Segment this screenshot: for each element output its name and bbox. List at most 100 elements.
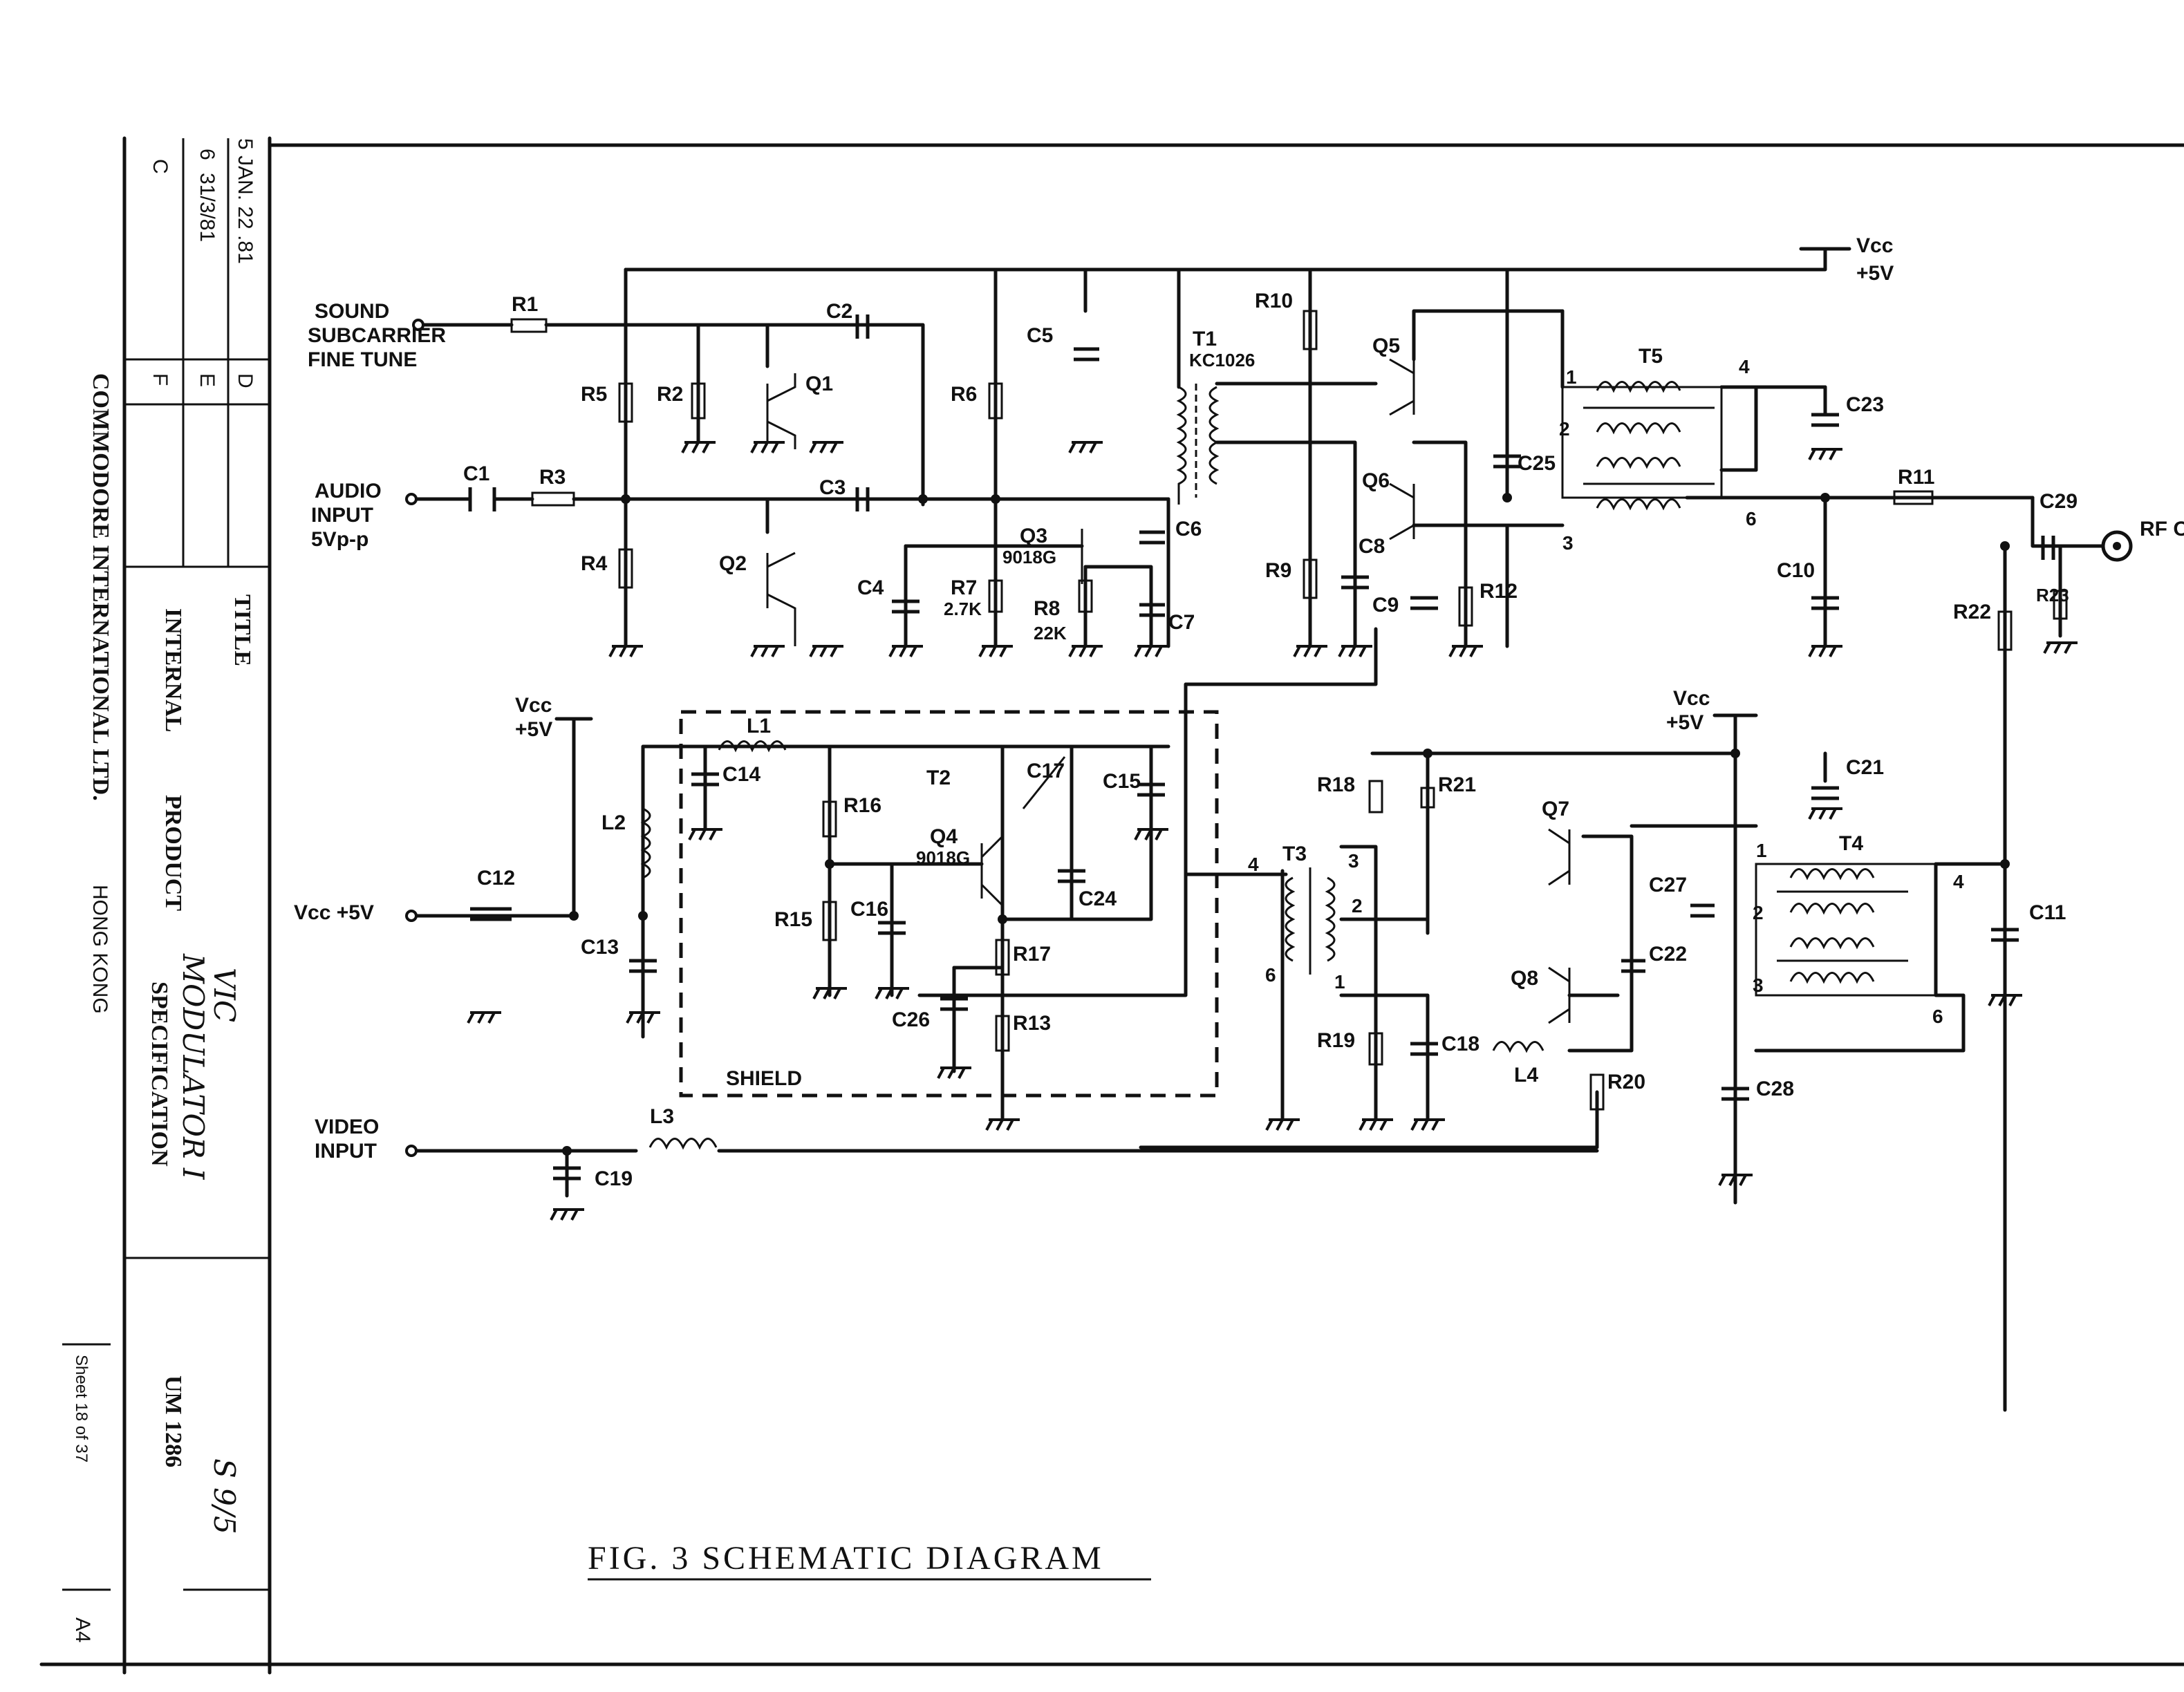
pin-t5-3: 3 [1562, 532, 1574, 554]
label-q4-part: 9018G [916, 847, 970, 868]
vcc-mid-l1: Vcc [515, 694, 552, 717]
label-q7: Q7 [1542, 798, 1569, 820]
label-q1: Q1 [805, 373, 833, 395]
label-c21: C21 [1846, 756, 1884, 779]
label-c28: C28 [1756, 1078, 1794, 1100]
label-q2: Q2 [719, 552, 747, 575]
label-r1: R1 [512, 293, 538, 316]
label-r11: R11 [1898, 466, 1934, 489]
title-label: TITLE [230, 594, 255, 666]
vcc-top-l1: Vcc [1856, 234, 1893, 257]
video-label-1: VIDEO [315, 1116, 379, 1138]
label-r16: R16 [843, 794, 881, 817]
vcc-mid-l2: +5V [515, 718, 552, 741]
label-r7: R7 [951, 576, 977, 599]
rev-value-e: 6 [196, 149, 218, 160]
label-r18: R18 [1317, 773, 1355, 796]
label-c27: C27 [1649, 874, 1687, 896]
rev-letter-f: F [149, 373, 171, 386]
company-name: COMMODORE INTERNATIONAL LTD. [88, 373, 113, 801]
label-c6: C6 [1175, 518, 1202, 540]
label-q8: Q8 [1511, 967, 1538, 990]
label-r13: R13 [1013, 1012, 1051, 1035]
label-t1-part: KC1026 [1189, 350, 1255, 370]
pin-t4-3: 3 [1753, 975, 1764, 996]
pin-t3-3: 3 [1348, 850, 1359, 872]
label-r9: R9 [1265, 559, 1291, 582]
rev-letter-d: D [234, 373, 256, 388]
figure-caption: FIG. 3 SCHEMATIC DIAGRAM [588, 1540, 1104, 1577]
label-c11: C11 [2029, 901, 2066, 924]
label-t3: T3 [1282, 843, 1307, 865]
label-c7: C7 [1168, 611, 1195, 634]
label-r21: R21 [1438, 773, 1476, 796]
spec-specification: SPECIFICATION [147, 981, 172, 1167]
shield-box [679, 710, 1219, 1098]
pin-t4-1: 1 [1756, 840, 1767, 861]
label-c29: C29 [2040, 490, 2078, 513]
label-r8-value: 22K [1034, 623, 1067, 643]
label-c18: C18 [1441, 1033, 1480, 1055]
label-c25: C25 [1518, 452, 1556, 475]
label-r17: R17 [1013, 943, 1051, 966]
handwritten-title-vic: VIC [207, 968, 241, 1022]
label-q4: Q4 [930, 825, 958, 848]
component-symbols [405, 310, 2133, 1221]
doc-number: UM 1286 [160, 1375, 186, 1467]
label-r20: R20 [1607, 1071, 1645, 1093]
label-c2: C2 [826, 300, 852, 323]
pin-t5-1: 1 [1566, 366, 1577, 388]
label-c26: C26 [892, 1008, 930, 1031]
label-c15: C15 [1103, 770, 1141, 793]
label-r19: R19 [1317, 1029, 1355, 1052]
spec-product: PRODUCT [160, 795, 186, 911]
audio-label-1: AUDIO [315, 480, 382, 502]
audio-label-2: INPUT [311, 504, 373, 527]
label-r6: R6 [951, 383, 977, 406]
label-l3: L3 [650, 1105, 674, 1128]
label-r3: R3 [539, 466, 566, 489]
label-c5: C5 [1027, 324, 1053, 347]
pin-t5-4: 4 [1739, 356, 1750, 377]
vcc-input-label: Vcc +5V [294, 901, 374, 924]
label-t5: T5 [1639, 345, 1663, 368]
sheet-number: Sheet 18 of 37 [72, 1355, 91, 1463]
label-l2: L2 [601, 811, 626, 834]
label-c23: C23 [1846, 393, 1884, 416]
label-q3: Q3 [1020, 525, 1047, 547]
label-c9: C9 [1372, 594, 1399, 617]
company-location: HONG KONG [88, 885, 111, 1014]
rf-out-label: RF OUT [2140, 518, 2184, 540]
label-l4: L4 [1514, 1064, 1538, 1087]
pin-t3-6: 6 [1265, 964, 1276, 986]
label-c4: C4 [857, 576, 884, 599]
sheet-size: A4 [71, 1617, 94, 1643]
label-c22: C22 [1649, 943, 1687, 966]
label-c19: C19 [595, 1167, 633, 1190]
label-q3-part: 9018G [1002, 547, 1056, 567]
label-c13: C13 [581, 936, 619, 959]
rev-letter-c: C [149, 159, 171, 174]
pin-t4-2: 2 [1753, 902, 1764, 923]
label-t2: T2 [926, 767, 951, 789]
label-r22: R22 [1953, 601, 1991, 623]
video-label-2: INPUT [315, 1140, 377, 1163]
rev-date-d: JAN. 22 .81 [234, 156, 256, 264]
sound-label-3: FINE TUNE [308, 348, 417, 371]
title-block: C D E F JAN. 22 .81 31/3/81 5 6 COMMODOR… [39, 136, 2184, 1675]
spec-internal: INTERNAL [160, 608, 186, 732]
label-c3: C3 [819, 476, 846, 499]
label-c16: C16 [850, 898, 888, 921]
label-l1: L1 [747, 715, 771, 737]
label-t1: T1 [1193, 328, 1217, 350]
sound-label-1: SOUND [315, 300, 389, 323]
schematic-wiring [413, 247, 2104, 1412]
vcc-right-l1: Vcc [1673, 687, 1710, 710]
sound-label-2: SUBCARRIER [308, 324, 446, 347]
label-r5: R5 [581, 383, 607, 406]
label-q5: Q5 [1372, 335, 1400, 357]
shield-label: SHIELD [726, 1067, 802, 1090]
label-t4: T4 [1839, 832, 1863, 855]
vcc-top-l2: +5V [1856, 262, 1894, 285]
